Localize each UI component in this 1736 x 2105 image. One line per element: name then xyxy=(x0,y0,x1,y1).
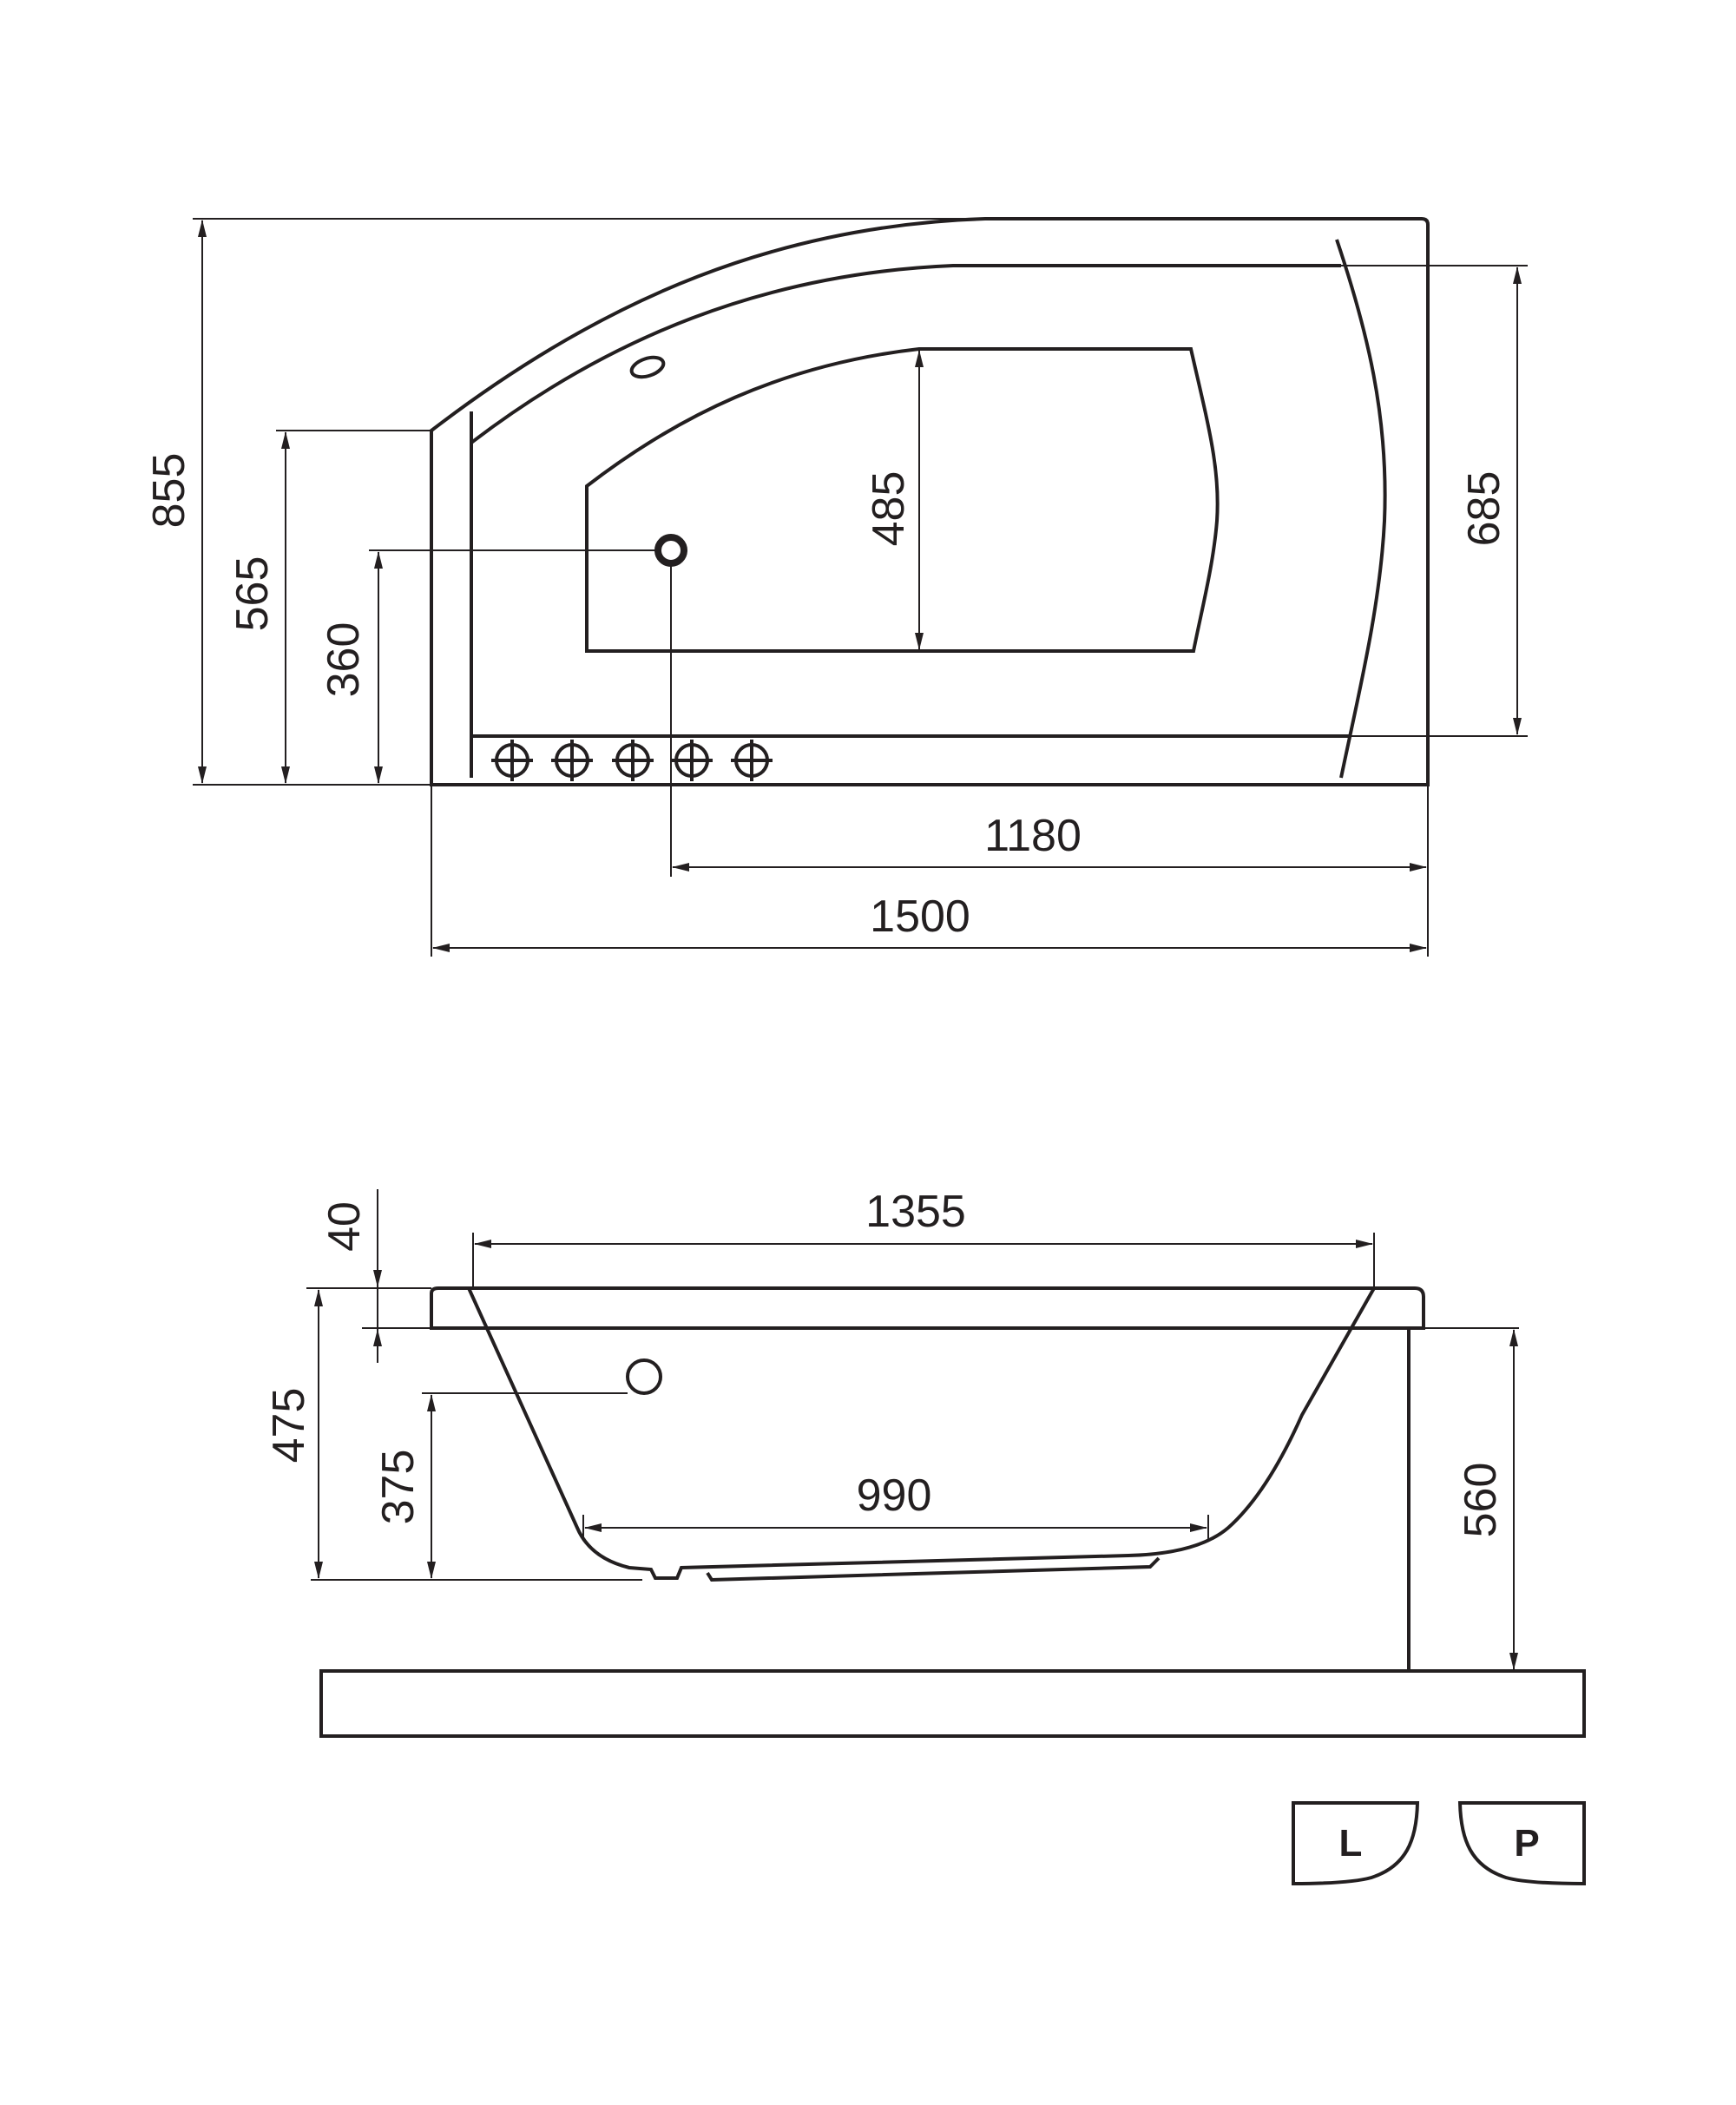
tub-bottom-foot xyxy=(706,1556,1161,1582)
dim-1500: 1500 xyxy=(432,891,1427,952)
dim-375: 375 xyxy=(373,1394,436,1579)
dim-1355: 1355 xyxy=(474,1187,1373,1248)
jet-icon xyxy=(491,740,533,781)
tub-rim xyxy=(430,1286,1425,1330)
jet-icon xyxy=(551,740,593,781)
side-view: 1355 40 475 375 990 560 xyxy=(264,1187,1586,1738)
dim-label-side-height: 565 xyxy=(227,556,278,632)
dim-label-drain-offset: 360 xyxy=(319,622,369,698)
dim-475: 475 xyxy=(264,1289,323,1579)
dim-565: 565 xyxy=(227,431,290,784)
dim-360: 360 xyxy=(319,551,383,784)
dim-label-height-to-floor: 560 xyxy=(1456,1463,1506,1538)
dim-label-rim-thickness: 40 xyxy=(319,1201,370,1252)
dim-label-total-length: 1500 xyxy=(870,891,970,942)
dim-label-depth: 475 xyxy=(264,1388,314,1464)
dim-1180: 1180 xyxy=(672,811,1427,872)
dim-990: 990 xyxy=(584,1470,1207,1532)
overflow-oval xyxy=(629,355,666,379)
jet-icon xyxy=(671,740,713,781)
jet-icon xyxy=(612,740,654,781)
tub-outer-outline xyxy=(430,217,1430,786)
dim-label-drain-to-end: 1180 xyxy=(984,811,1082,861)
tub-inner-rim xyxy=(470,264,1341,736)
tub-right-curve xyxy=(1335,239,1387,779)
jet-icon xyxy=(731,740,773,781)
dim-label-top-length: 1355 xyxy=(865,1187,966,1237)
top-view: 855 565 360 485 685 1180 1500 xyxy=(144,217,1528,957)
hydromassage-jets xyxy=(491,740,773,781)
dim-label-right-side: 685 xyxy=(1459,471,1509,547)
dim-label-overflow-height: 375 xyxy=(373,1450,424,1525)
dim-40: 40 xyxy=(319,1201,382,1361)
variant-left-badge: L xyxy=(1292,1801,1420,1886)
variant-left-label: L xyxy=(1339,1822,1363,1865)
dim-685: 685 xyxy=(1459,266,1522,735)
dim-485: 485 xyxy=(864,350,924,650)
variant-right-badge: P xyxy=(1457,1801,1586,1886)
tub-basin xyxy=(585,347,1220,653)
dim-label-total-width: 855 xyxy=(144,453,194,529)
floor xyxy=(319,1669,1586,1738)
front-panel xyxy=(1404,1328,1410,1673)
dim-label-inner-depth: 485 xyxy=(864,471,914,547)
dim-560: 560 xyxy=(1456,1329,1518,1670)
dim-855: 855 xyxy=(144,220,207,784)
overflow-circle xyxy=(626,1358,662,1395)
drain-circle xyxy=(654,534,687,567)
dim-label-bottom-length: 990 xyxy=(857,1470,932,1521)
tub-body-profile xyxy=(467,1287,1376,1580)
variant-badges: L P xyxy=(1292,1801,1586,1886)
variant-right-label: P xyxy=(1514,1822,1539,1865)
